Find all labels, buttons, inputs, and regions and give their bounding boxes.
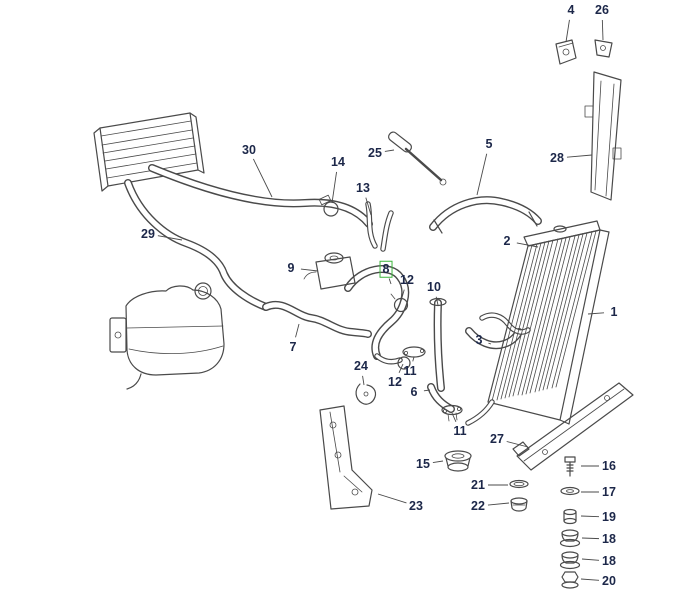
part-number-label[interactable]: 18 [602, 553, 616, 568]
screw-20-illustration [561, 571, 579, 589]
part-number-label[interactable]: 28 [550, 150, 564, 165]
outlet-flange-illustration [441, 404, 463, 422]
leader-line [300, 268, 319, 272]
leader-line [157, 235, 183, 241]
leader-line [566, 154, 593, 158]
part-number-label[interactable]: 17 [602, 484, 616, 499]
clamp-12-upper-illustration [390, 293, 409, 313]
part-number-label[interactable]: 3 [475, 332, 483, 347]
part-number-label[interactable]: 7 [289, 339, 297, 354]
leader-line [488, 342, 492, 345]
part-number-label[interactable]: 23 [409, 498, 423, 513]
part-number-label[interactable]: 1 [610, 304, 618, 319]
leader-line [384, 149, 395, 152]
thermostat-housing-illustration [303, 252, 356, 290]
clip-26-illustration [594, 39, 613, 58]
leader-line [565, 19, 570, 43]
part-number-label[interactable]: 6 [410, 384, 418, 399]
expansion-tank-illustration [109, 282, 225, 390]
flange-11-upper-illustration [402, 346, 426, 358]
drain-tool-illustration [388, 131, 447, 186]
part-number-label[interactable]: 11 [403, 363, 417, 378]
leader-line [587, 312, 605, 315]
bolt-16-illustration [564, 456, 576, 477]
bracket-4-illustration [555, 39, 577, 65]
leader-line [388, 278, 392, 285]
pipe-10-flange-illustration [429, 297, 447, 307]
fan-shroud-illustration [584, 71, 622, 201]
mount-18b-illustration [559, 551, 581, 570]
leader-line [377, 493, 407, 504]
leader-line [581, 558, 600, 561]
leader-line [601, 19, 604, 41]
part-number-label[interactable]: 26 [595, 2, 609, 17]
leader-line [252, 158, 273, 198]
part-number-label[interactable]: 12 [388, 374, 402, 389]
leader-line [365, 197, 372, 216]
part-number-label[interactable]: 10 [427, 279, 441, 294]
leader-line [451, 412, 457, 423]
part-number-label[interactable]: 4 [567, 2, 575, 17]
clamp-12-lower-illustration [397, 356, 411, 370]
part-number-label[interactable]: 5 [485, 136, 493, 151]
leader-line [400, 289, 405, 302]
hose-clamp-14-illustration [318, 194, 339, 217]
leader-line [506, 441, 529, 448]
crossmember-27-illustration [512, 382, 634, 471]
leader-line [412, 356, 415, 362]
bracket-23-illustration [319, 405, 373, 510]
leader-line [295, 323, 300, 338]
part-number-label[interactable]: 30 [242, 142, 256, 157]
part-number-label[interactable]: 24 [354, 358, 368, 373]
part-number-label[interactable]: 11 [453, 423, 467, 438]
leader-line [331, 171, 337, 204]
spacer-19-illustration [563, 508, 577, 525]
leader-line [362, 375, 365, 386]
leader-line [580, 578, 600, 581]
leader-line [423, 389, 431, 392]
mount-18a-illustration [559, 529, 581, 548]
part-number-label[interactable]: 20 [602, 573, 616, 588]
radiator-illustration [465, 220, 610, 426]
leader-line [476, 153, 488, 196]
leader-line [516, 242, 539, 248]
part-number-label[interactable]: 16 [602, 458, 616, 473]
part-number-label[interactable]: 14 [331, 154, 345, 169]
leader-line [581, 537, 600, 540]
plug-22-illustration [510, 497, 528, 512]
part-number-label[interactable]: 29 [141, 226, 155, 241]
part-number-label[interactable]: 15 [416, 456, 430, 471]
leader-lines [157, 19, 605, 581]
washer-17-illustration [560, 486, 580, 496]
leader-line [435, 296, 439, 306]
part-number-label-highlighted[interactable]: 8 [379, 260, 393, 278]
leader-line [432, 460, 444, 463]
grommet-15-illustration [444, 450, 472, 472]
part-number-label[interactable]: 18 [602, 531, 616, 546]
part-number-label[interactable]: 12 [400, 272, 414, 287]
part-number-label[interactable]: 13 [356, 180, 370, 195]
part-number-label[interactable]: 9 [287, 260, 295, 275]
part-number-label[interactable]: 27 [490, 431, 504, 446]
intercooler-illustration [93, 112, 205, 192]
part-number-label[interactable]: 21 [471, 477, 485, 492]
leader-line [487, 502, 510, 506]
leader-line [580, 515, 600, 518]
leader-line [398, 363, 404, 374]
oring-21-illustration [509, 479, 529, 489]
part-number-label[interactable]: 22 [471, 498, 485, 513]
part-number-label[interactable]: 19 [602, 509, 616, 524]
part-number-label[interactable]: 25 [368, 145, 382, 160]
hose-5-clamps-illustration [433, 211, 538, 234]
clip-24-illustration [355, 383, 377, 405]
part-number-label[interactable]: 2 [503, 233, 511, 248]
